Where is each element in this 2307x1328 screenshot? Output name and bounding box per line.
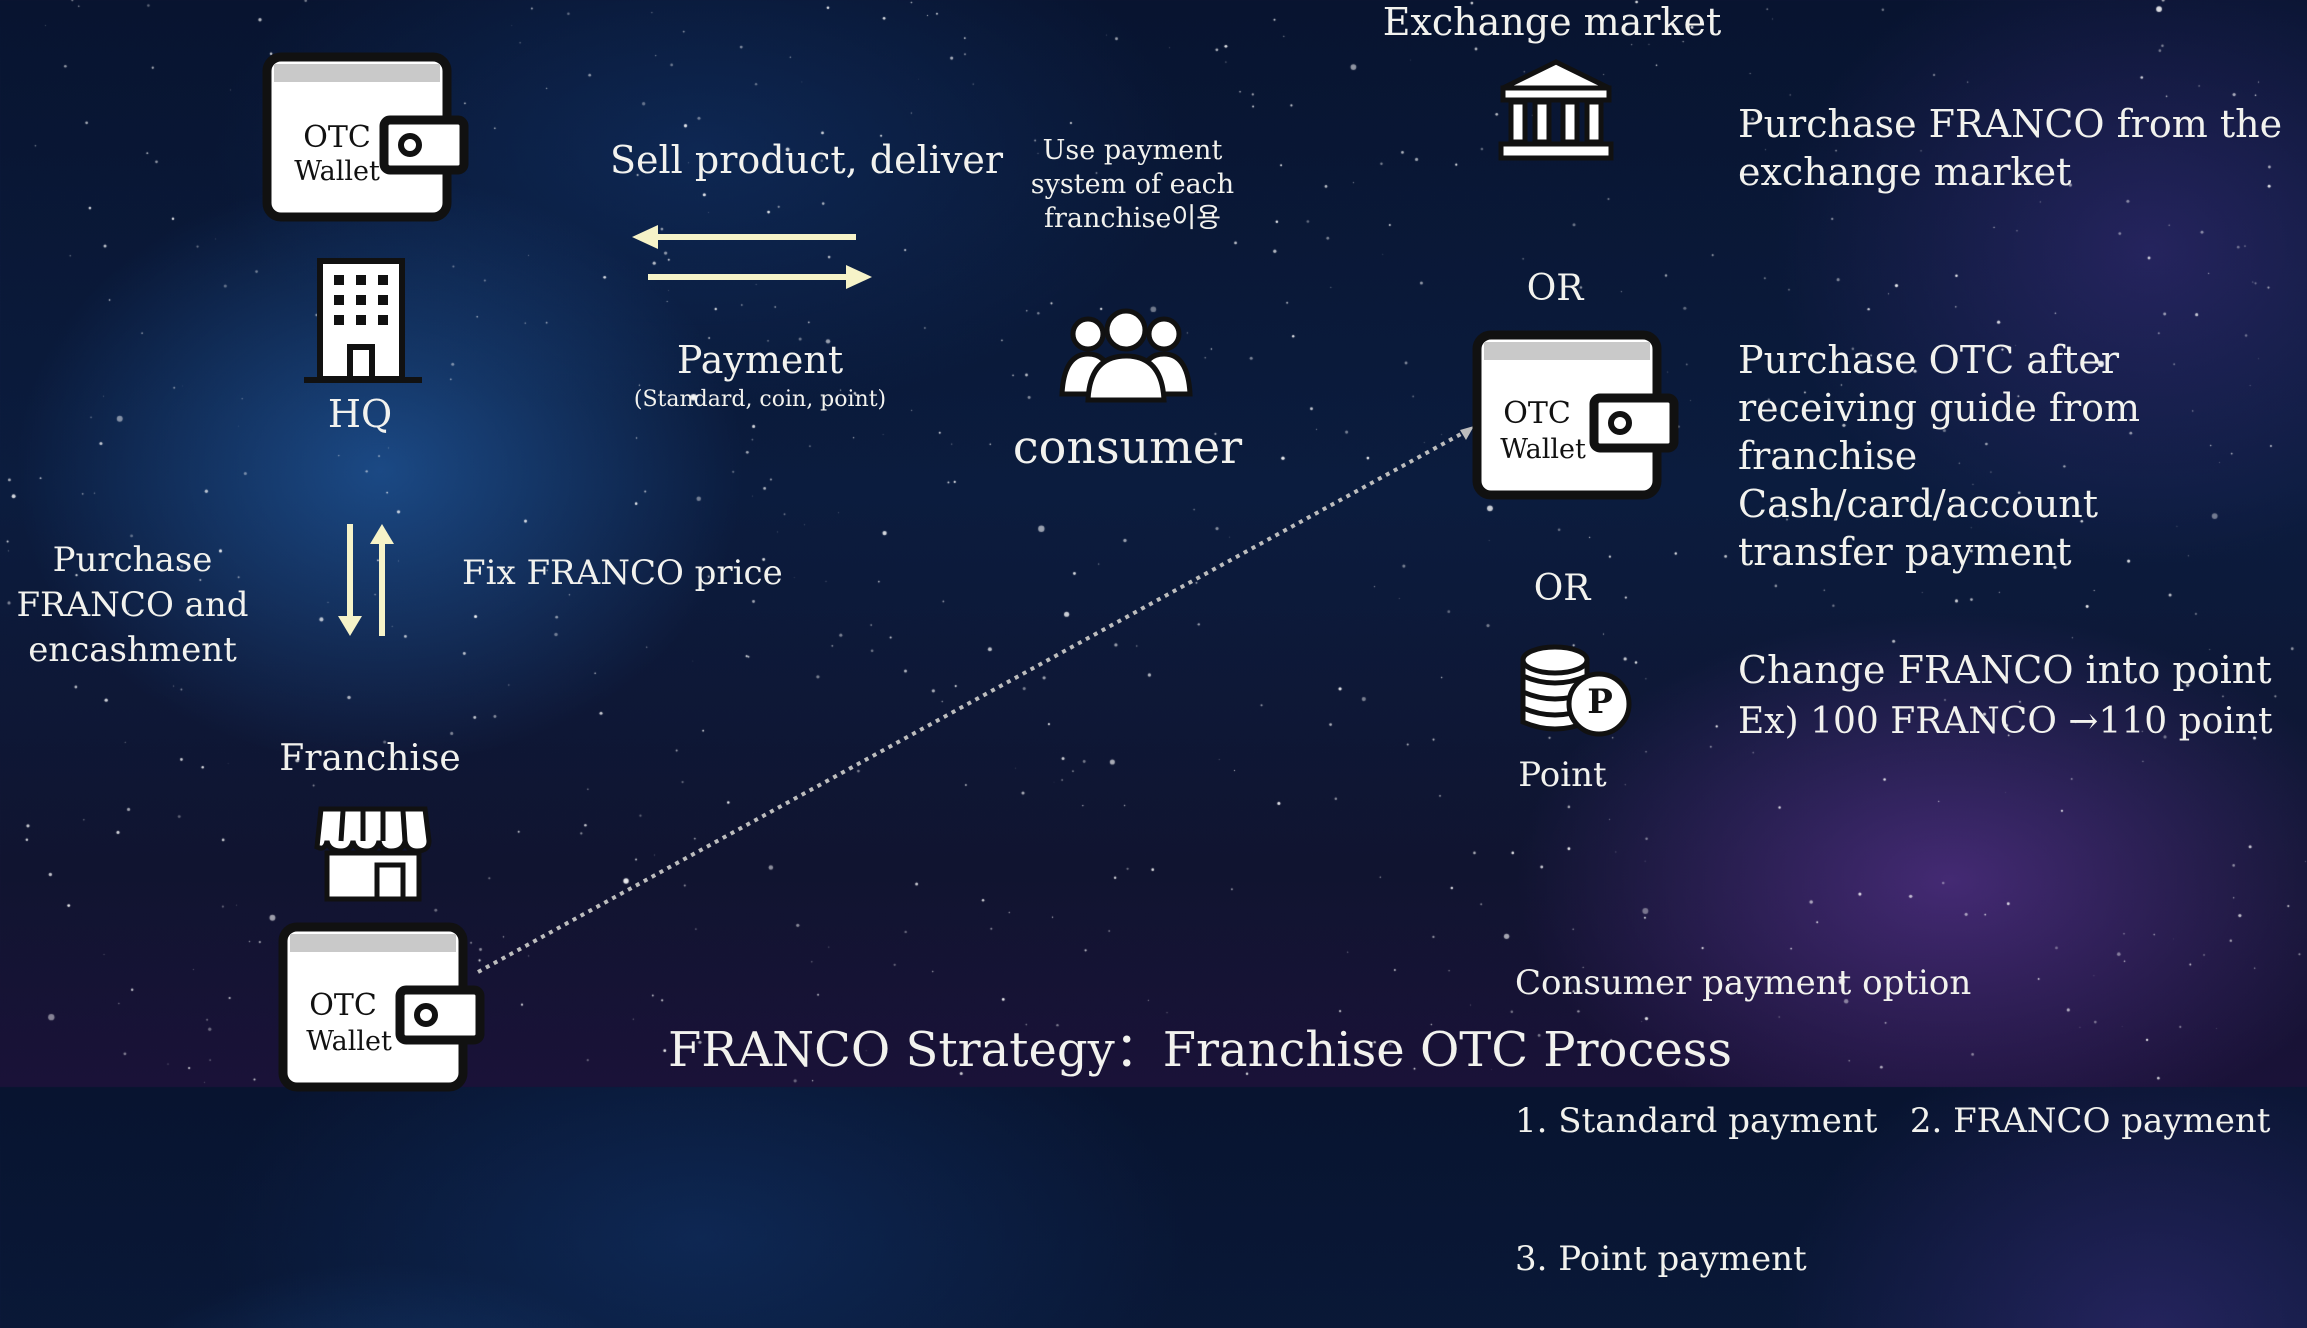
purchase-line-1: Purchase	[52, 540, 213, 580]
hq-wallet-otc-text: OTC	[303, 120, 371, 155]
hq-wallet-wallet-text: Wallet	[294, 156, 380, 187]
use-payment-line-1: Use payment	[1042, 135, 1223, 166]
purchase-line-2: FRANCO and	[16, 585, 249, 625]
point-desc-line-2: Ex) 100 FRANCO →110 point	[1738, 701, 2273, 742]
payment-text: Payment	[676, 338, 844, 382]
exchange-desc-line-1: Purchase FRANCO from the	[1738, 102, 2283, 146]
hq-building-icon	[300, 255, 426, 385]
purchase-line-3: encashment	[28, 630, 237, 670]
payment-options-line-2: 3. Point payment	[1515, 1239, 1807, 1279]
point-desc-line-1: Change FRANCO into point	[1738, 648, 2272, 692]
point-desc-text: Change FRANCO into point Ex) 100 FRANCO …	[1738, 644, 2273, 748]
otc-desc-line-5: transfer payment	[1738, 530, 2072, 574]
payment-options-text: Consumer payment option 1. Standard paym…	[1515, 868, 2270, 1328]
use-payment-line-3: franchise이용	[1043, 203, 1222, 234]
payment-subtext: (Standard, coin, point)	[633, 387, 887, 412]
consumer-wallet-wallet-text: Wallet	[1500, 434, 1586, 465]
exchange-market-label: Exchange market	[1382, 0, 1722, 44]
franchise-wallet-wallet-text: Wallet	[306, 1026, 392, 1057]
franchise-store-icon	[313, 803, 433, 903]
otc-desc-line-4: Cash/card/account	[1738, 482, 2099, 526]
point-coins-icon: P	[1515, 640, 1635, 740]
otc-purchase-desc-text: Purchase OTC after receiving guide from …	[1738, 336, 2140, 576]
or-label-1: OR	[1526, 268, 1584, 309]
hq-franchise-arrows	[330, 520, 400, 640]
sell-payment-arrows	[630, 222, 875, 292]
use-payment-system-text: Use payment system of each franchise이용	[1020, 134, 1245, 236]
payment-options-line-1: 1. Standard payment 2. FRANCO payment	[1515, 1101, 2271, 1141]
dotted-connector-line	[470, 420, 1480, 980]
exchange-desc-line-2: exchange market	[1738, 150, 2072, 194]
fix-price-text: Fix FRANCO price	[462, 553, 783, 593]
consumer-label: consumer	[1012, 420, 1243, 474]
otc-desc-line-3: franchise	[1738, 434, 1918, 478]
page-title: FRANCO Strategy：Franchise OTC Process	[668, 1022, 1732, 1078]
franchise-label: Franchise	[279, 738, 461, 779]
consumer-otc-wallet-icon: OTC Wallet	[1472, 330, 1682, 502]
exchange-desc-text: Purchase FRANCO from the exchange market	[1738, 100, 2282, 196]
payment-options-title: Consumer payment option	[1515, 963, 1972, 1003]
point-label: Point	[1518, 755, 1607, 795]
purchase-encashment-text: Purchase FRANCO and encashment	[0, 538, 265, 673]
consumer-people-icon	[1058, 304, 1194, 404]
hq-label: HQ	[327, 392, 393, 436]
otc-desc-line-1: Purchase OTC after	[1738, 338, 2119, 382]
hq-otc-wallet-icon: OTC Wallet	[262, 52, 472, 224]
consumer-wallet-otc-text: OTC	[1503, 396, 1571, 431]
otc-desc-line-2: receiving guide from	[1738, 386, 2141, 430]
point-badge-letter: P	[1587, 682, 1613, 722]
sell-product-text: Sell product, deliver	[610, 138, 1004, 182]
exchange-bank-icon	[1497, 58, 1615, 162]
use-payment-line-2: system of each	[1030, 169, 1235, 200]
franchise-wallet-otc-text: OTC	[309, 988, 377, 1023]
or-label-2: OR	[1533, 568, 1591, 609]
franchise-otc-wallet-icon: OTC Wallet	[278, 922, 488, 1094]
